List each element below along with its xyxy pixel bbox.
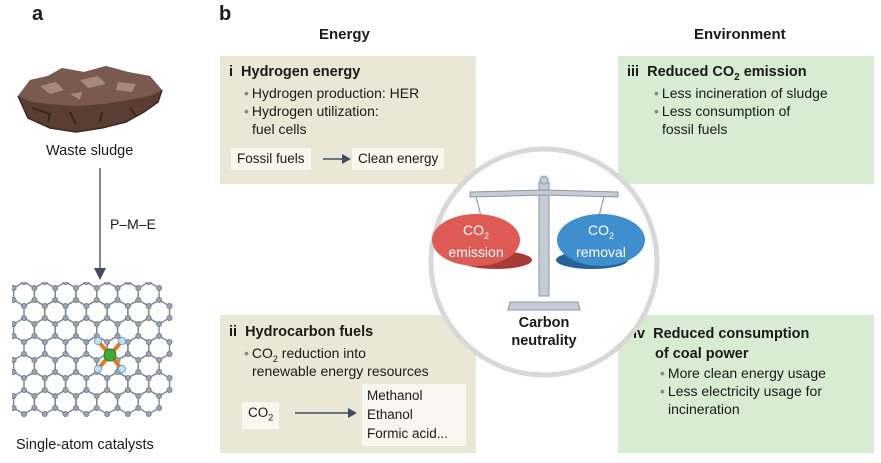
panel-b-letter: b xyxy=(219,3,231,26)
single-atom-catalysts-label: Single-atom catalysts xyxy=(16,437,154,453)
bullet-incineration: incineration xyxy=(668,400,740,418)
waste-sludge-icon xyxy=(10,62,170,140)
products-list: Methanol Ethanol Formic acid... xyxy=(362,384,466,446)
bullet-hydrogen-production: •Hydrogen production: HER xyxy=(244,84,419,102)
bullet-hydrogen-utilization: •Hydrogen utilization: xyxy=(244,102,379,120)
energy-column-heading: Energy xyxy=(319,26,370,43)
product-methanol: Methanol xyxy=(367,386,461,405)
pme-process-label: P–M–E xyxy=(110,216,156,232)
down-arrow-icon xyxy=(92,168,108,282)
carbon-neutrality-caption: Carbon neutrality xyxy=(494,314,594,350)
bullet-less-electricity: •Less electricity usage for xyxy=(660,382,822,400)
co2-chip: CO2 xyxy=(242,402,279,429)
bullet-more-clean-energy: •More clean energy usage xyxy=(660,364,826,382)
single-atom-catalyst-lattice xyxy=(12,282,192,428)
product-ethanol: Ethanol xyxy=(367,405,461,424)
right-arrow-icon xyxy=(294,407,358,419)
panel-a-letter: a xyxy=(32,3,43,26)
bullet-less-consumption: •Less consumption of xyxy=(654,102,790,120)
co2-removal-pan: CO2 removal xyxy=(557,214,645,266)
bullet-renewable-resources: renewable energy resources xyxy=(252,362,429,380)
bullet-less-incineration: •Less incineration of sludge xyxy=(654,84,828,102)
product-formic-acid: Formic acid... xyxy=(367,424,461,443)
bullet-fossil-fuels: fossil fuels xyxy=(662,120,727,138)
co2-emission-pan: CO2 emission xyxy=(432,214,520,266)
fossil-fuels-chip: Fossil fuels xyxy=(231,148,311,170)
bullet-fuel-cells: fuel cells xyxy=(252,120,306,138)
waste-sludge-label: Waste sludge xyxy=(46,143,133,159)
right-arrow-icon xyxy=(322,153,352,165)
environment-column-heading: Environment xyxy=(694,26,786,43)
